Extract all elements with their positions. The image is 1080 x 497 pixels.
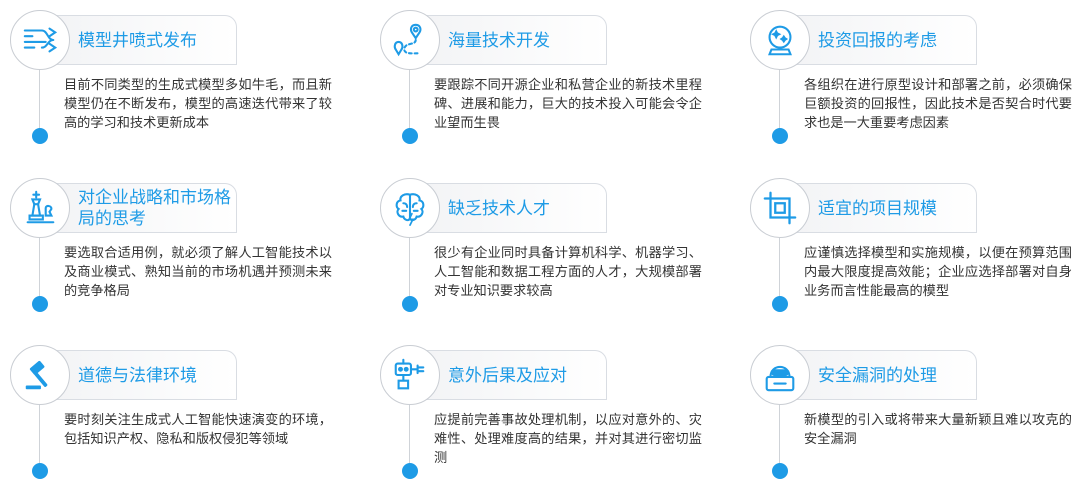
card-description: 应提前完善事故处理机制，以应对意外的、灾难性、处理难度高的结果，并对其进行密切监… (434, 413, 702, 466)
connector-line (39, 405, 40, 473)
icon-circle (380, 345, 440, 405)
icon-circle (750, 345, 810, 405)
card-description: 目前不同类型的生成式模型多如牛毛，而且新模型仍在不断发布，模型的高速迭代带来了较… (64, 78, 332, 131)
connector-line (779, 238, 780, 306)
card-description: 要时刻关注生成式人工智能快速演变的环境，包括知识产权、隐私和版权侵犯等领域 (64, 413, 332, 447)
connector-line (409, 70, 410, 138)
card-title: 对企业战略和市场格局的思考 (78, 188, 231, 229)
card-title: 道德与法律环境 (78, 365, 197, 386)
icon-circle (380, 10, 440, 70)
title-tab (412, 350, 607, 400)
hacker-icon (765, 365, 795, 392)
bullet-dot (772, 128, 788, 144)
card-security: 安全漏洞的处理 新模型的引入或将带来大量新颖且难以攻克的安全漏洞 (740, 335, 1080, 495)
title-tab (412, 183, 607, 233)
crop-frame-icon (763, 191, 797, 225)
bullet-dot (32, 128, 48, 144)
title-tab (782, 350, 977, 400)
card-roi: 投资回报的考虑 各组织在进行原型设计和部署之前，必须确保巨额投资的回报性，因此技… (740, 0, 1080, 160)
bullet-dot (402, 128, 418, 144)
bullet-dot (772, 296, 788, 312)
card-description: 应谨慎选择模型和实施规模，以便在预算范围内最大限度提高效能；企业应选择部署对自身… (804, 246, 1072, 299)
connector-line (39, 238, 40, 306)
gavel-icon (25, 360, 48, 390)
card-description: 各组织在进行原型设计和部署之前，必须确保巨额投资的回报性，因此技术是否契合时代要… (804, 78, 1072, 131)
icon-circle (10, 178, 70, 238)
bullet-dot (772, 463, 788, 479)
card-title: 海量技术开发 (448, 30, 550, 51)
bullet-dot (32, 463, 48, 479)
connector-line (409, 238, 410, 306)
route-map-icon (393, 23, 422, 57)
card-description: 很少有企业同时具备计算机科学、机器学习、人工智能和数据工程方面的人才，大规模部署… (434, 246, 702, 299)
card-description: 新模型的引入或将带来大量新颖且难以攻克的安全漏洞 (804, 413, 1072, 447)
model-streams-icon (23, 27, 58, 53)
icon-circle (750, 10, 810, 70)
title-tab (42, 15, 237, 65)
connector-line (39, 70, 40, 138)
card-title: 投资回报的考虑 (818, 30, 937, 51)
title-tab (42, 183, 237, 233)
card-title: 意外后果及应对 (448, 365, 567, 386)
bullet-dot (32, 296, 48, 312)
bullet-dot (402, 296, 418, 312)
connector-line (779, 70, 780, 138)
bullet-dot (402, 463, 418, 479)
robot-plug-icon (394, 358, 425, 390)
title-tab (412, 15, 607, 65)
connector-line (779, 405, 780, 473)
card-tech-development: 海量技术开发 要跟踪不同开源企业和私营企业的新技术里程碑、进展和能力，巨大的技术… (370, 0, 710, 160)
brain-icon (395, 193, 425, 226)
card-strategy: 对企业战略和市场格局的思考 要选取合适用例，就必须了解人工智能技术以及商业模式、… (0, 168, 340, 328)
title-tab (782, 183, 977, 233)
card-title: 安全漏洞的处理 (818, 365, 937, 386)
icon-circle (10, 345, 70, 405)
icon-circle (750, 178, 810, 238)
title-tab (42, 350, 237, 400)
card-title: 缺乏技术人才 (448, 198, 550, 219)
card-ethics-law: 道德与法律环境 要时刻关注生成式人工智能快速演变的环境，包括知识产权、隐私和版权… (0, 335, 340, 495)
card-talent: 缺乏技术人才 很少有企业同时具备计算机科学、机器学习、人工智能和数据工程方面的人… (370, 168, 710, 328)
chess-king-icon (26, 190, 55, 224)
card-description: 要跟踪不同开源企业和私营企业的新技术里程碑、进展和能力，巨大的技术投入可能会令企… (434, 78, 702, 131)
card-title: 适宜的项目规模 (818, 198, 937, 219)
card-title: 模型井喷式发布 (78, 30, 197, 51)
title-tab (782, 15, 977, 65)
card-project-scale: 适宜的项目规模 应谨慎选择模型和实施规模，以便在预算范围内最大限度提高效能；企业… (740, 168, 1080, 328)
card-description: 要选取合适用例，就必须了解人工智能技术以及商业模式、熟知当前的市场机遇并预测未来… (64, 246, 332, 299)
icon-circle (380, 178, 440, 238)
card-model-release: 模型井喷式发布 目前不同类型的生成式模型多如牛毛，而且新模型仍在不断发布，模型的… (0, 0, 340, 160)
icon-circle (10, 10, 70, 70)
connector-line (409, 405, 410, 473)
crystal-ball-icon (768, 25, 792, 56)
card-consequences: 意外后果及应对 应提前完善事故处理机制，以应对意外的、灾难性、处理难度高的结果，… (370, 335, 710, 495)
